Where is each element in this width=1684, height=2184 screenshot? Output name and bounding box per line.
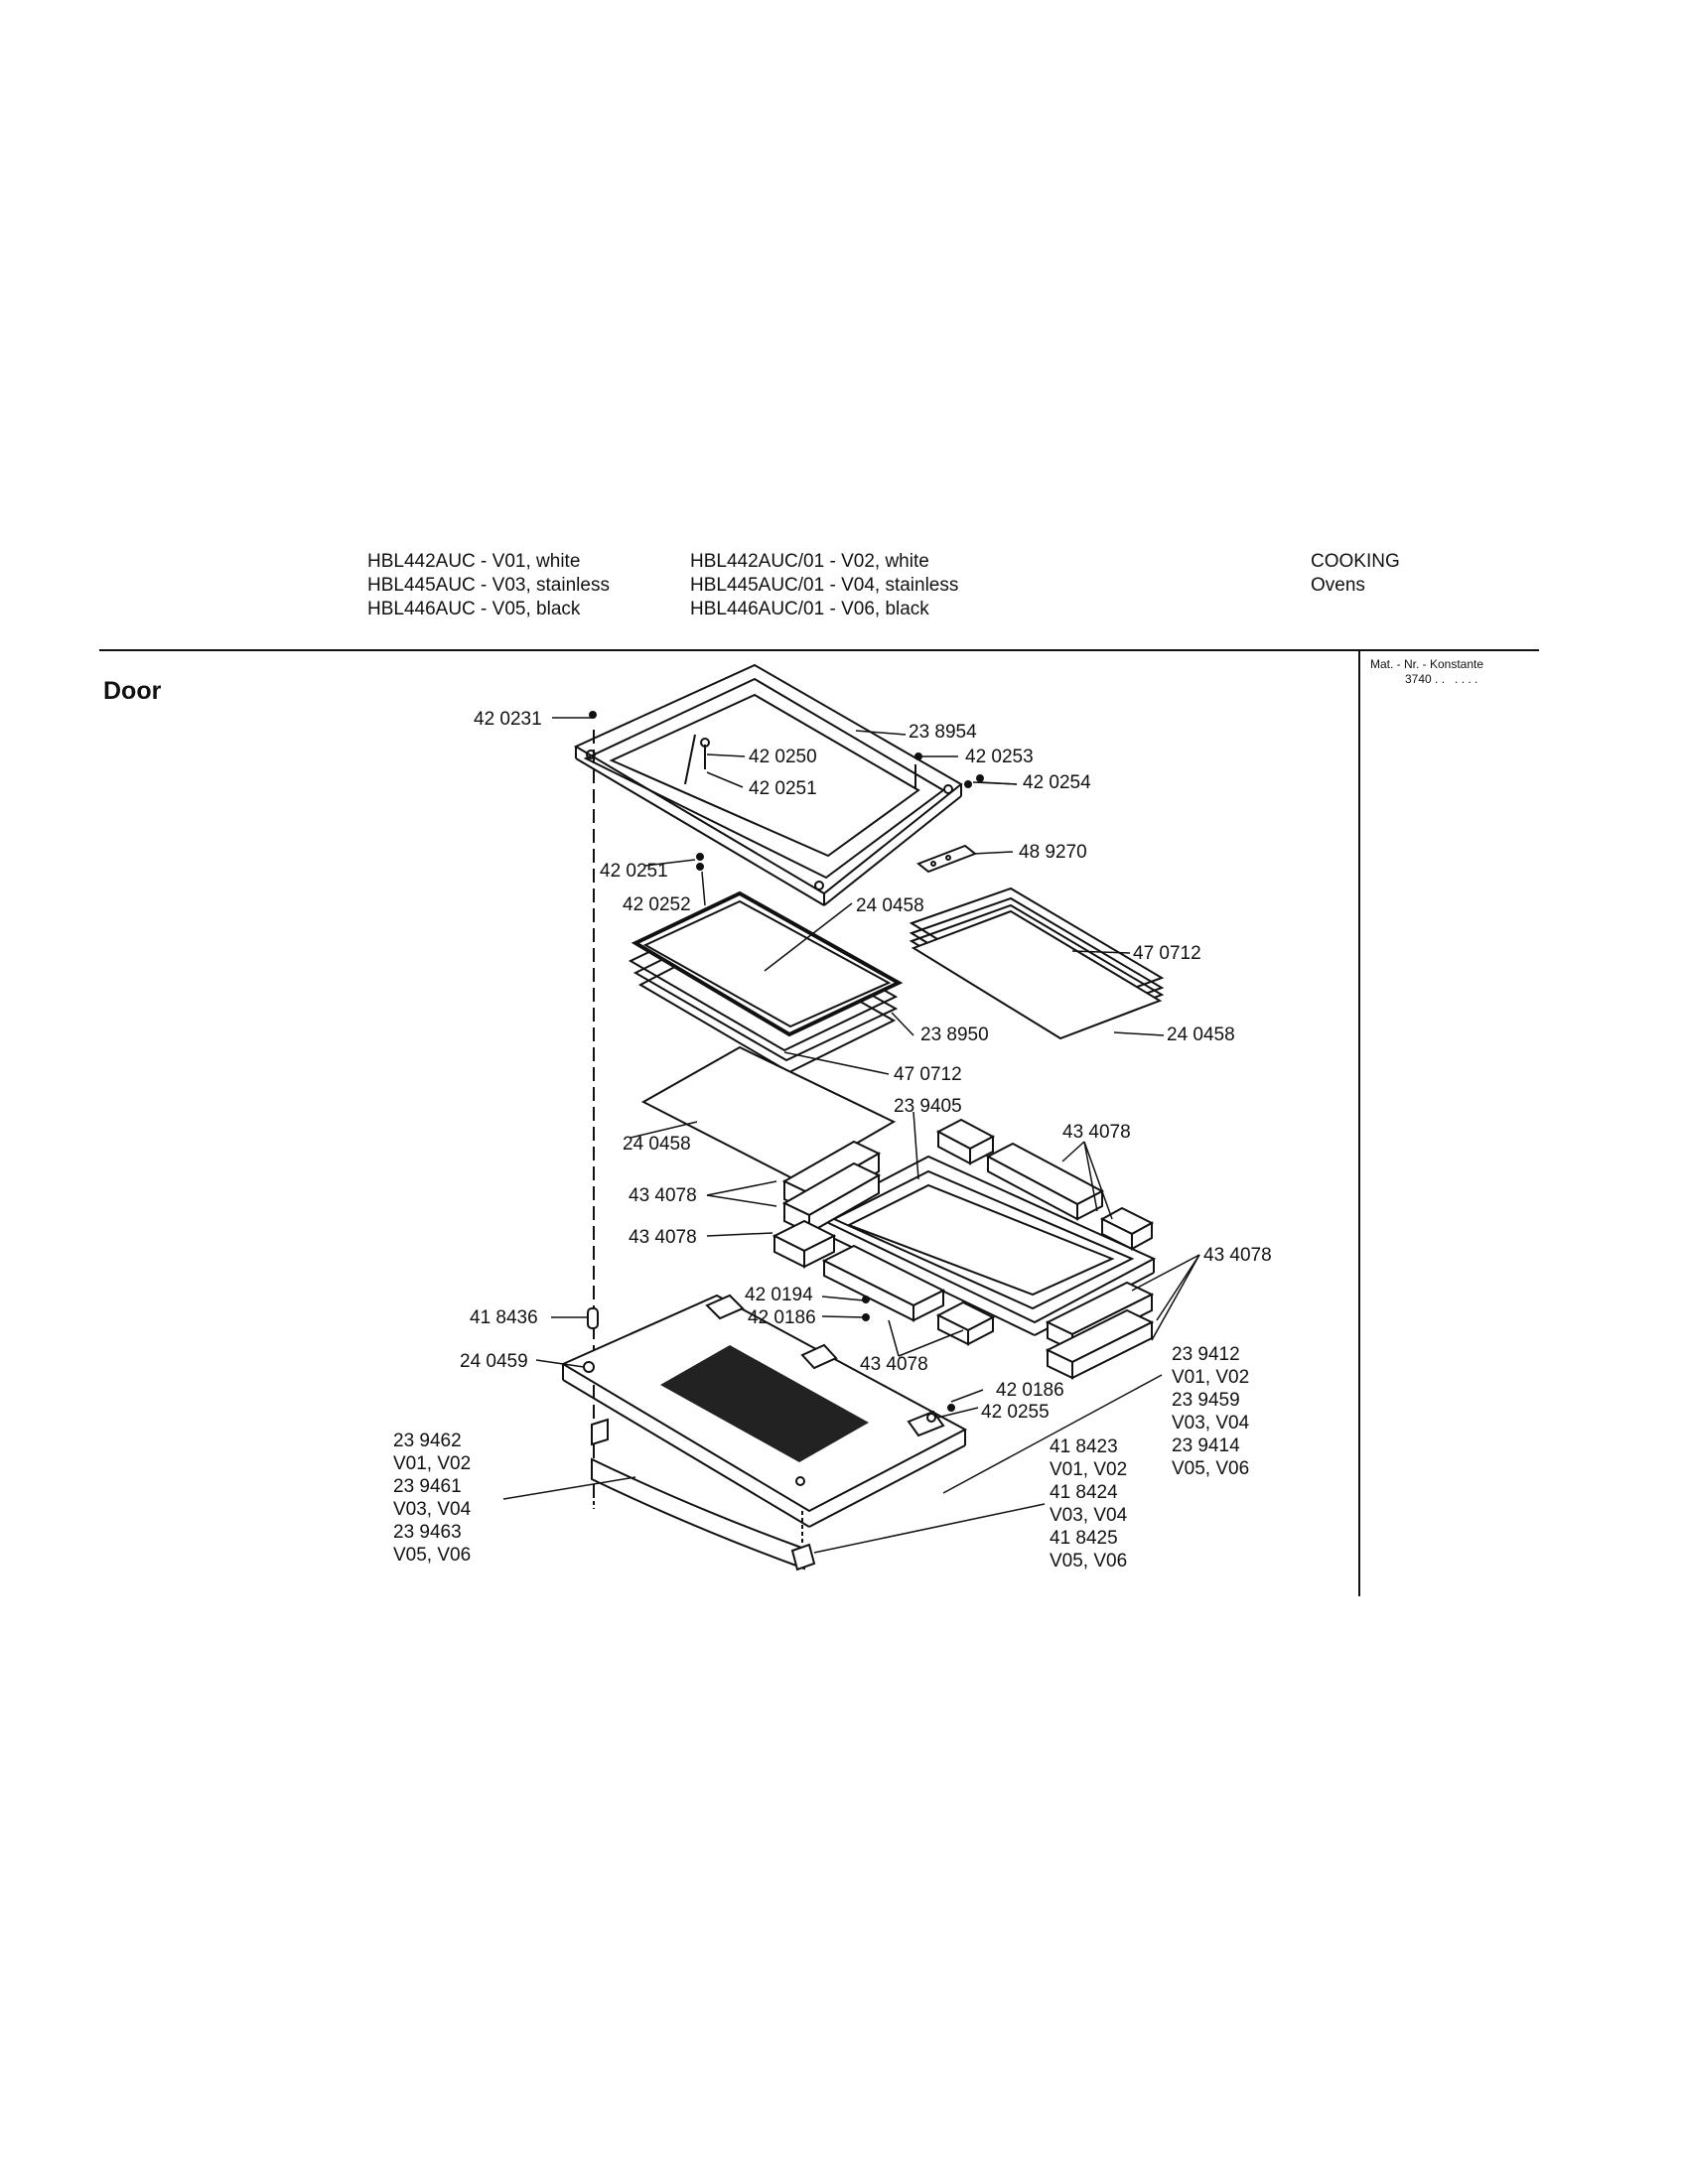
part-line: 41 8423 [1050,1436,1118,1457]
block [935,1300,996,1346]
part-label: 48 9270 [1019,842,1087,863]
part-labels: 42 0231 23 8954 42 0250 42 0253 42 0251 … [460,709,1272,1423]
panel-part-list: 23 9412 V01, V02 23 9459 V03, V04 23 941… [1172,1343,1249,1480]
part-label: 42 0251 [749,778,817,799]
part-label: 24 0459 [460,1351,528,1372]
part-line: V03, V04 [1050,1505,1128,1526]
part-line: 41 8425 [1050,1528,1118,1549]
door-frame-top [573,663,963,906]
model-line: HBL445AUC/01 - V04, stainless [690,575,959,596]
door-handle [591,1418,816,1571]
part-label: 43 4078 [860,1354,928,1375]
part-line: 23 9463 [393,1522,462,1543]
leader-lines [502,717,1200,1554]
section-title: Door [103,677,162,705]
model-line: HBL446AUC - V05, black [367,599,581,619]
block [821,1244,946,1322]
part-label: 42 0186 [748,1307,816,1328]
part-line: 23 9459 [1172,1390,1240,1411]
block [1099,1206,1155,1251]
part-line: V05, V06 [1050,1551,1128,1571]
part-label: 42 0251 [600,861,668,882]
part-line: 23 9461 [393,1476,462,1497]
part-line: V03, V04 [393,1499,472,1520]
part-label: 42 0252 [623,894,691,915]
part-label: 24 0458 [1167,1024,1235,1045]
header-rule [99,649,1539,651]
glass-stack-left [628,890,904,1181]
part-line: V05, V06 [1172,1458,1250,1479]
model-line: HBL445AUC - V03, stainless [367,575,610,596]
model-line: HBL442AUC - V01, white [367,551,581,572]
part-label: 24 0458 [856,895,924,916]
block [772,1219,837,1269]
models-right: HBL442AUC/01 - V02, white HBL445AUC/01 -… [690,550,958,621]
subcategory: Ovens [1311,575,1365,596]
mat-label: Mat. - Nr. - Konstante [1370,657,1484,671]
model-line: HBL442AUC/01 - V02, white [690,551,929,572]
outer-door-panel [560,1294,968,1528]
part-line: V03, V04 [1172,1413,1250,1433]
part-line: 41 8424 [1050,1482,1118,1503]
part-line: V05, V06 [393,1545,472,1566]
part-label: 23 8954 [909,722,977,743]
models-left: HBL442AUC - V01, white HBL445AUC - V03, … [367,550,610,621]
part-line: V01, V02 [393,1453,472,1474]
spacer-blocks [772,1118,1155,1380]
part-label: 42 0253 [965,747,1034,767]
hinge-pin [587,1307,599,1329]
part-label: 47 0712 [1133,943,1201,964]
part-label: 42 0250 [749,747,817,767]
block [935,1118,996,1165]
part-label: 43 4078 [629,1185,697,1206]
part-label: 23 9405 [894,1096,962,1117]
part-label: 43 4078 [1062,1122,1131,1143]
fasteners [589,711,984,1423]
endcap-part-list: 41 8423 V01, V02 41 8424 V03, V04 41 842… [1050,1435,1127,1572]
part-label: 41 8436 [470,1307,538,1328]
mat-value: 3740 . . . . . . [1405,672,1478,686]
part-label: 23 8950 [920,1024,989,1045]
part-label: 42 0254 [1023,772,1091,793]
bracket-48-9270 [916,844,977,874]
part-label: 47 0712 [894,1064,962,1085]
model-line: HBL446AUC/01 - V06, black [690,599,929,619]
part-label: 42 0231 [474,709,542,730]
part-label: 42 0255 [981,1402,1050,1423]
block [985,1142,1105,1221]
part-line: V01, V02 [1172,1367,1250,1388]
part-label: 24 0458 [623,1134,691,1155]
category-block: COOKING Ovens [1311,550,1400,598]
block [1045,1308,1155,1380]
part-label: 42 0194 [745,1285,813,1305]
part-label: 42 0186 [996,1380,1064,1401]
right-divider [1358,651,1360,1596]
part-line: 23 9414 [1172,1435,1240,1456]
screws-top [700,738,916,789]
part-label: 43 4078 [629,1227,697,1248]
part-line: 23 9462 [393,1431,462,1451]
part-line: V01, V02 [1050,1459,1128,1480]
part-line: 23 9412 [1172,1344,1240,1365]
category: COOKING [1311,551,1400,572]
handle-part-list: 23 9462 V01, V02 23 9461 V03, V04 23 946… [393,1430,471,1567]
glass-stack-right [909,887,1165,1040]
part-label: 43 4078 [1203,1245,1272,1266]
